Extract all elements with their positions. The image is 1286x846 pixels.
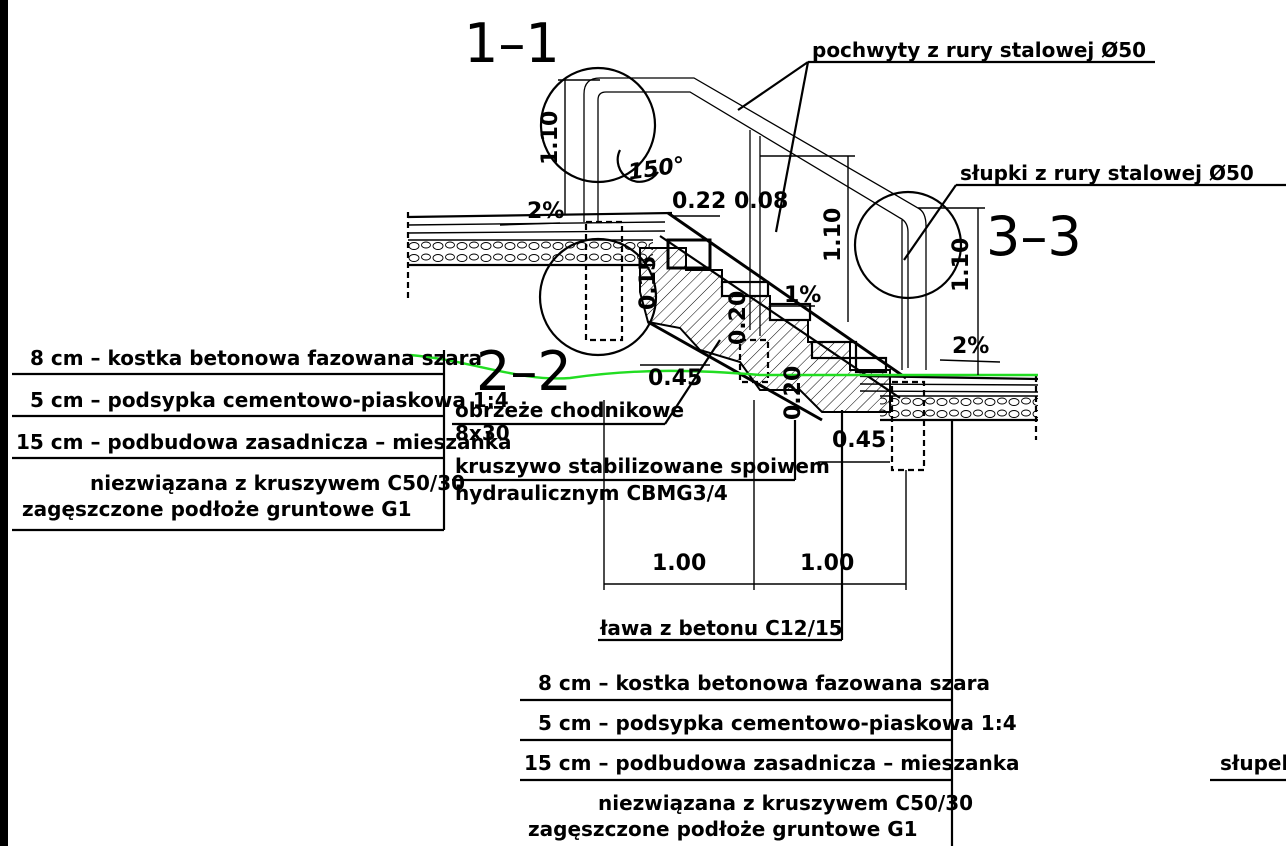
- slope-mid: 1%: [784, 283, 821, 308]
- legend-bottom-row-2: 5 cm – podsypka cementowo-piaskowa 1:4: [538, 711, 1017, 735]
- legend-left-row-5: zagęszczone podłoże gruntowe G1: [22, 497, 412, 521]
- legend-left-row-2: 5 cm – podsypka cementowo-piaskowa 1:4: [30, 388, 509, 412]
- detail-circle-2: [538, 237, 658, 357]
- legend-bottom: 8 cm – kostka betonowa fazowana szara 5 …: [520, 671, 1020, 841]
- curb-mid: [738, 338, 770, 384]
- post-cut-label: słupek: [1220, 751, 1286, 775]
- legend-left-row-3: 15 cm – podbudowa zasadnicza – mieszanka: [16, 430, 512, 454]
- curb-label-1: obrzeże chodnikowe: [455, 398, 684, 422]
- curb-upper: [584, 220, 624, 342]
- height-mid-value: 1.10: [821, 208, 846, 262]
- legend-bottom-row-1: 8 cm – kostka betonowa fazowana szara: [538, 671, 990, 695]
- aggregate-label-1: kruszywo stabilizowane spoiwem: [455, 454, 830, 478]
- posts-label: słupki z rury stalowej Ø50: [960, 161, 1254, 185]
- dim-height-mid: 1.10: [760, 155, 855, 322]
- legend-left: 8 cm – kostka betonowa fazowana szara 5 …: [12, 346, 512, 532]
- callout-handrail: pochwyty z rury stalowej Ø50: [737, 38, 1155, 233]
- slope-left: 2%: [527, 199, 564, 224]
- legend-bottom-row-4: niezwiązana z kruszywem C50/30: [598, 791, 973, 815]
- dim-height-right: 1.10: [918, 207, 985, 375]
- upper-pavement: [406, 211, 673, 300]
- depth-015: 0.15: [636, 256, 661, 310]
- angle-arc: [616, 149, 659, 183]
- legend-left-row-4: niezwiązana z kruszywem C50/30: [90, 471, 465, 495]
- detail-circle-3: [853, 190, 963, 300]
- handrail: [583, 77, 927, 370]
- height-left-value: 1.10: [538, 111, 563, 165]
- depth-020-a: 0.20: [726, 291, 751, 345]
- detail-circle-1: [539, 66, 657, 184]
- ground-line: [409, 353, 1038, 380]
- section-2-2: 2–2: [476, 340, 572, 403]
- callout-posts: słupki z rury stalowej Ø50: [903, 161, 1286, 261]
- legend-left-row-1: 8 cm – kostka betonowa fazowana szara: [30, 346, 482, 370]
- callout-curb: obrzeże chodnikowe 8x30: [452, 339, 721, 445]
- angle-label: 150°: [627, 153, 687, 186]
- callout-aggregate: kruszywo stabilizowane spoiwem hydraulic…: [452, 420, 830, 505]
- footing-label: ława z betonu C12/15: [599, 616, 843, 640]
- section-3-3: 3–3: [986, 205, 1082, 268]
- section-1-1: 1–1: [464, 12, 560, 75]
- curb-lower: [890, 380, 926, 472]
- step-width: 0.22: [672, 189, 726, 214]
- dim-height-left: 1.10: [538, 79, 600, 215]
- height-right-value: 1.10: [949, 238, 974, 292]
- aggregate-label-2: hydraulicznym CBMG3/4: [455, 481, 728, 505]
- span-b: 1.00: [800, 551, 854, 576]
- handrail-label: pochwyty z rury stalowej Ø50: [812, 38, 1146, 62]
- slope-right: 2%: [952, 334, 989, 359]
- span-dimension: 1.00 1.00: [603, 400, 907, 590]
- depth-020-b: 0.20: [781, 366, 806, 420]
- span-a: 1.00: [652, 551, 706, 576]
- width-045-a: 0.45: [648, 366, 702, 391]
- callout-footing: ława z betonu C12/15: [598, 410, 844, 642]
- width-045-b: 0.45: [832, 428, 886, 453]
- legend-bottom-row-5: zagęszczone podłoże gruntowe G1: [528, 817, 918, 841]
- legend-bottom-row-3: 15 cm – podbudowa zasadnicza – mieszanka: [524, 751, 1020, 775]
- stair-body: [639, 211, 907, 422]
